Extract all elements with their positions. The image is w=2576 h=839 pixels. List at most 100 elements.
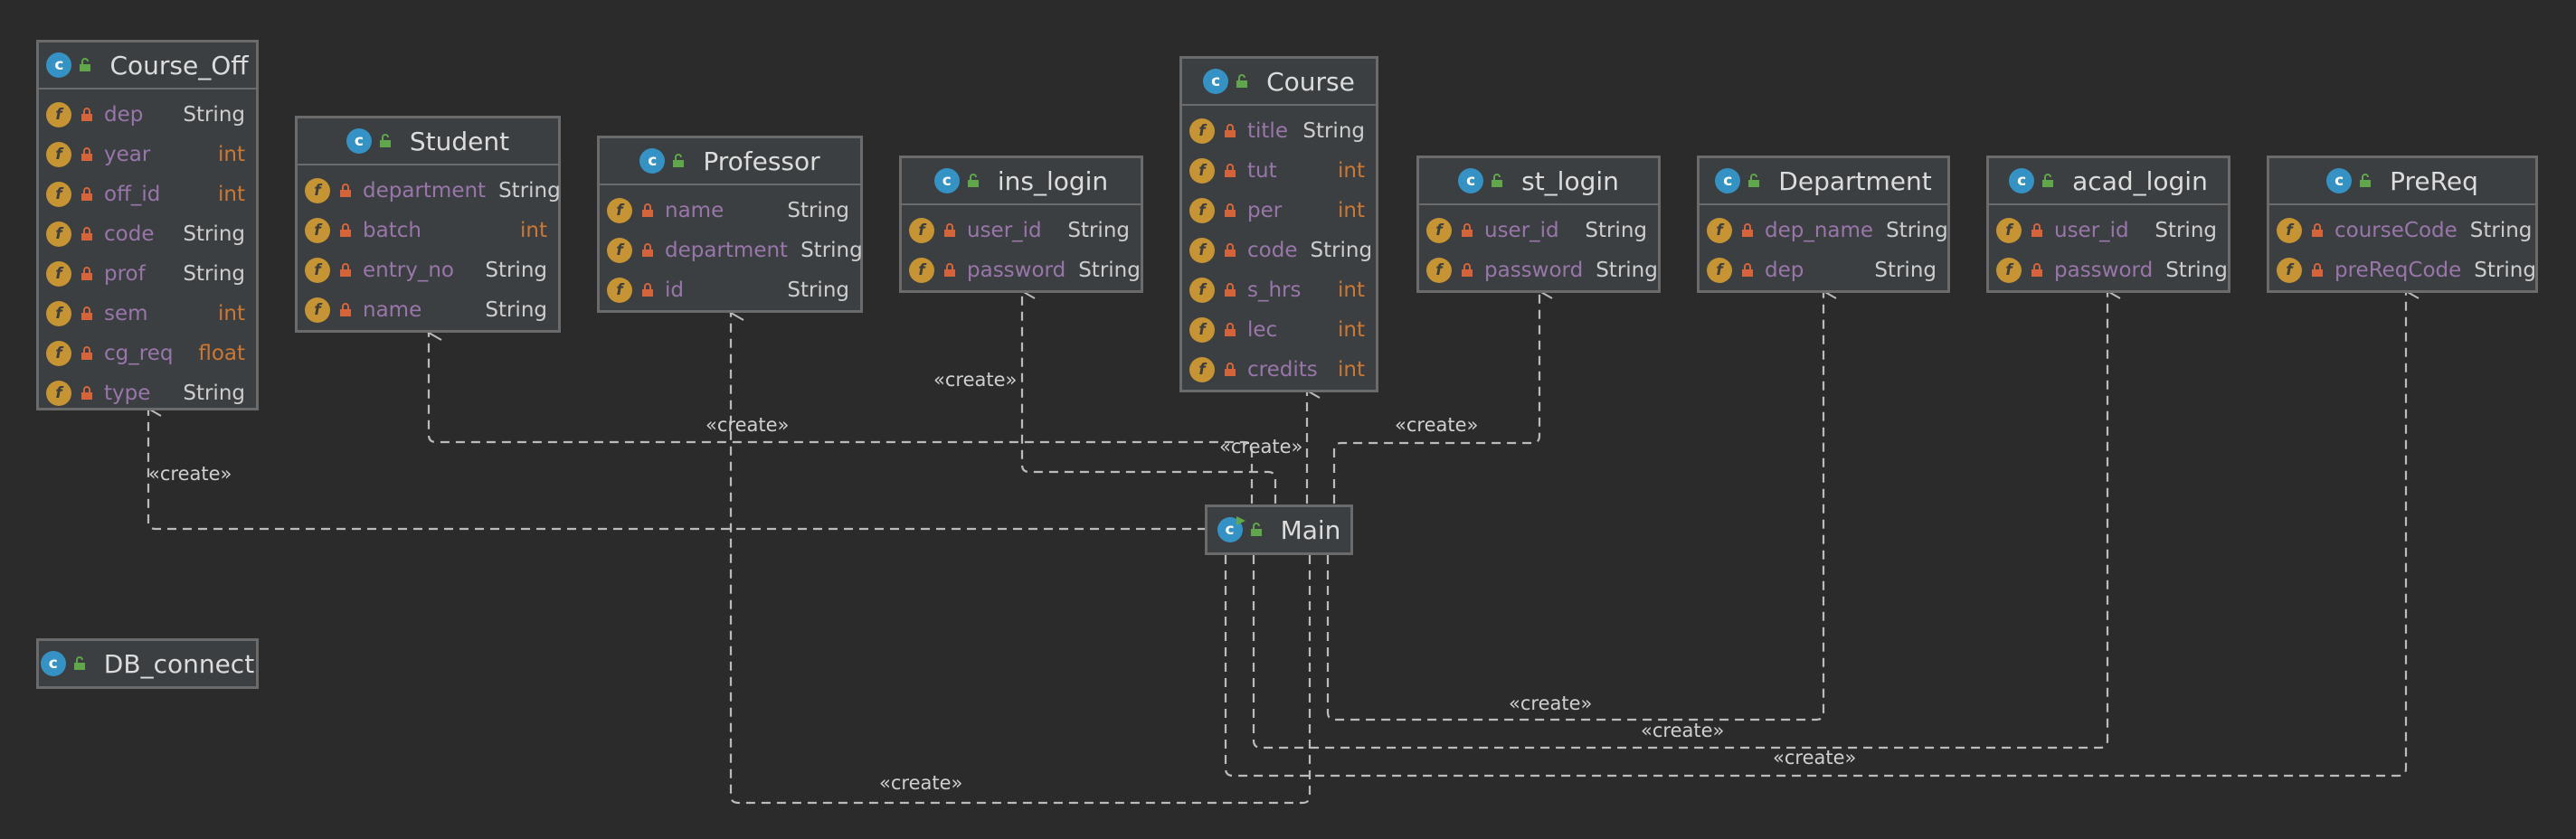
class-name: Student: [409, 126, 510, 156]
edge-main-st-login: [1332, 291, 1539, 504]
field-type: String: [1585, 219, 1647, 242]
field-icon: f: [46, 341, 71, 366]
public-visibility-icon: [1748, 174, 1760, 187]
public-visibility-icon: [80, 58, 91, 71]
field-row[interactable]: f dep String: [1700, 250, 1947, 290]
field-icon: f: [1189, 278, 1215, 303]
public-visibility-icon: [379, 134, 391, 147]
lock-icon: [1462, 223, 1473, 237]
lock-icon: [1225, 323, 1236, 336]
class-name: Professor: [703, 146, 820, 176]
edge-label: «create»: [148, 463, 232, 485]
lock-icon: [1225, 203, 1236, 217]
field-type: String: [1874, 259, 1937, 282]
edge-label: «create»: [933, 369, 1018, 391]
field-icon: f: [1996, 218, 2022, 243]
class-db-connect[interactable]: c DB_connect: [36, 638, 259, 689]
field-icon: f: [46, 222, 71, 247]
field-name: entry_no: [363, 259, 454, 282]
field-name: name: [665, 199, 724, 222]
field-type: float: [198, 342, 245, 365]
class-main[interactable]: c Main: [1205, 504, 1353, 555]
field-icon: f: [305, 218, 330, 243]
field-icon: f: [1426, 258, 1452, 283]
edge-main-prereq: [1224, 291, 2406, 778]
lock-icon: [81, 306, 92, 320]
field-name: dep: [1765, 259, 1804, 282]
field-type: String: [787, 278, 849, 302]
class-header: c Main: [1208, 507, 1350, 552]
class-icon: c: [639, 148, 666, 174]
field-icon: f: [46, 381, 71, 406]
class-header: c Department: [1700, 158, 1947, 205]
field-icon: f: [1426, 218, 1452, 243]
field-icon: f: [305, 178, 330, 203]
field-type: String: [183, 382, 245, 405]
public-visibility-icon: [1492, 174, 1503, 187]
class-name: st_login: [1521, 165, 1619, 196]
lock-icon: [340, 184, 351, 197]
edge-label: «create»: [1395, 414, 1479, 436]
class-icon: c: [46, 52, 72, 78]
field-type: String: [485, 259, 547, 282]
lock-icon: [81, 346, 92, 360]
field-type: String: [1886, 219, 1948, 242]
lock-icon: [1225, 283, 1236, 297]
lock-icon: [1225, 124, 1236, 137]
field-icon: f: [607, 238, 632, 263]
field-icon: f: [1707, 258, 1732, 283]
lock-icon: [81, 227, 92, 240]
lock-icon: [642, 283, 653, 297]
class-icon: c: [2326, 168, 2353, 193]
class-icon: c: [1203, 69, 1229, 94]
field-type: String: [1302, 119, 1365, 143]
field-icon: f: [1189, 118, 1215, 144]
field-name: prof: [104, 262, 146, 286]
edge-label: «create»: [1773, 747, 1857, 768]
field-type: String: [183, 262, 245, 286]
class-name: DB_connect: [103, 648, 255, 679]
class-header: c Course: [1182, 59, 1376, 106]
